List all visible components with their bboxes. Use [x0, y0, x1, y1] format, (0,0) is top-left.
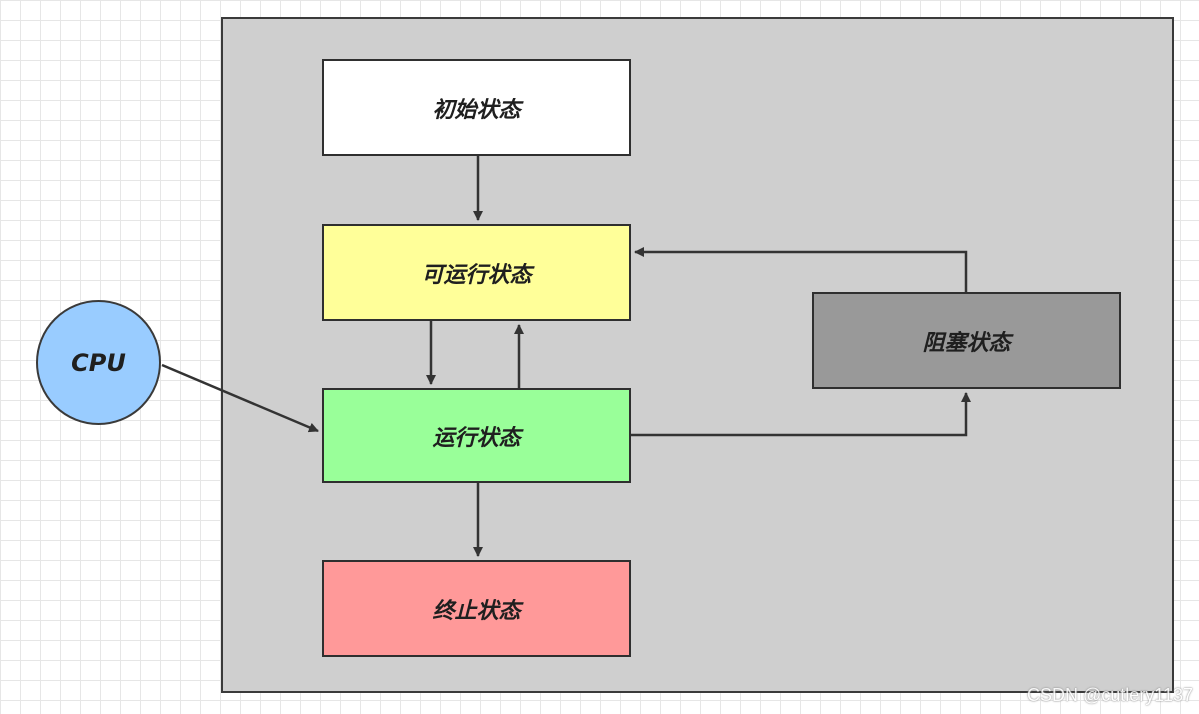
- state-running-label: 运行状态: [432, 425, 521, 451]
- state-initial-label: 初始状态: [432, 97, 521, 123]
- state-blocked: 阻塞状态: [812, 292, 1121, 389]
- state-runnable-label: 可运行状态: [421, 262, 532, 288]
- cpu-label: CPU: [71, 348, 126, 377]
- state-initial: 初始状态: [322, 59, 631, 156]
- state-terminated-label: 终止状态: [432, 598, 521, 624]
- state-running: 运行状态: [322, 388, 631, 483]
- state-terminated: 终止状态: [322, 560, 631, 657]
- source-watermark: CSDN @cutlery1137: [1027, 685, 1193, 705]
- cpu-node: CPU: [36, 300, 161, 425]
- state-blocked-label: 阻塞状态: [922, 330, 1011, 356]
- state-runnable: 可运行状态: [322, 224, 631, 321]
